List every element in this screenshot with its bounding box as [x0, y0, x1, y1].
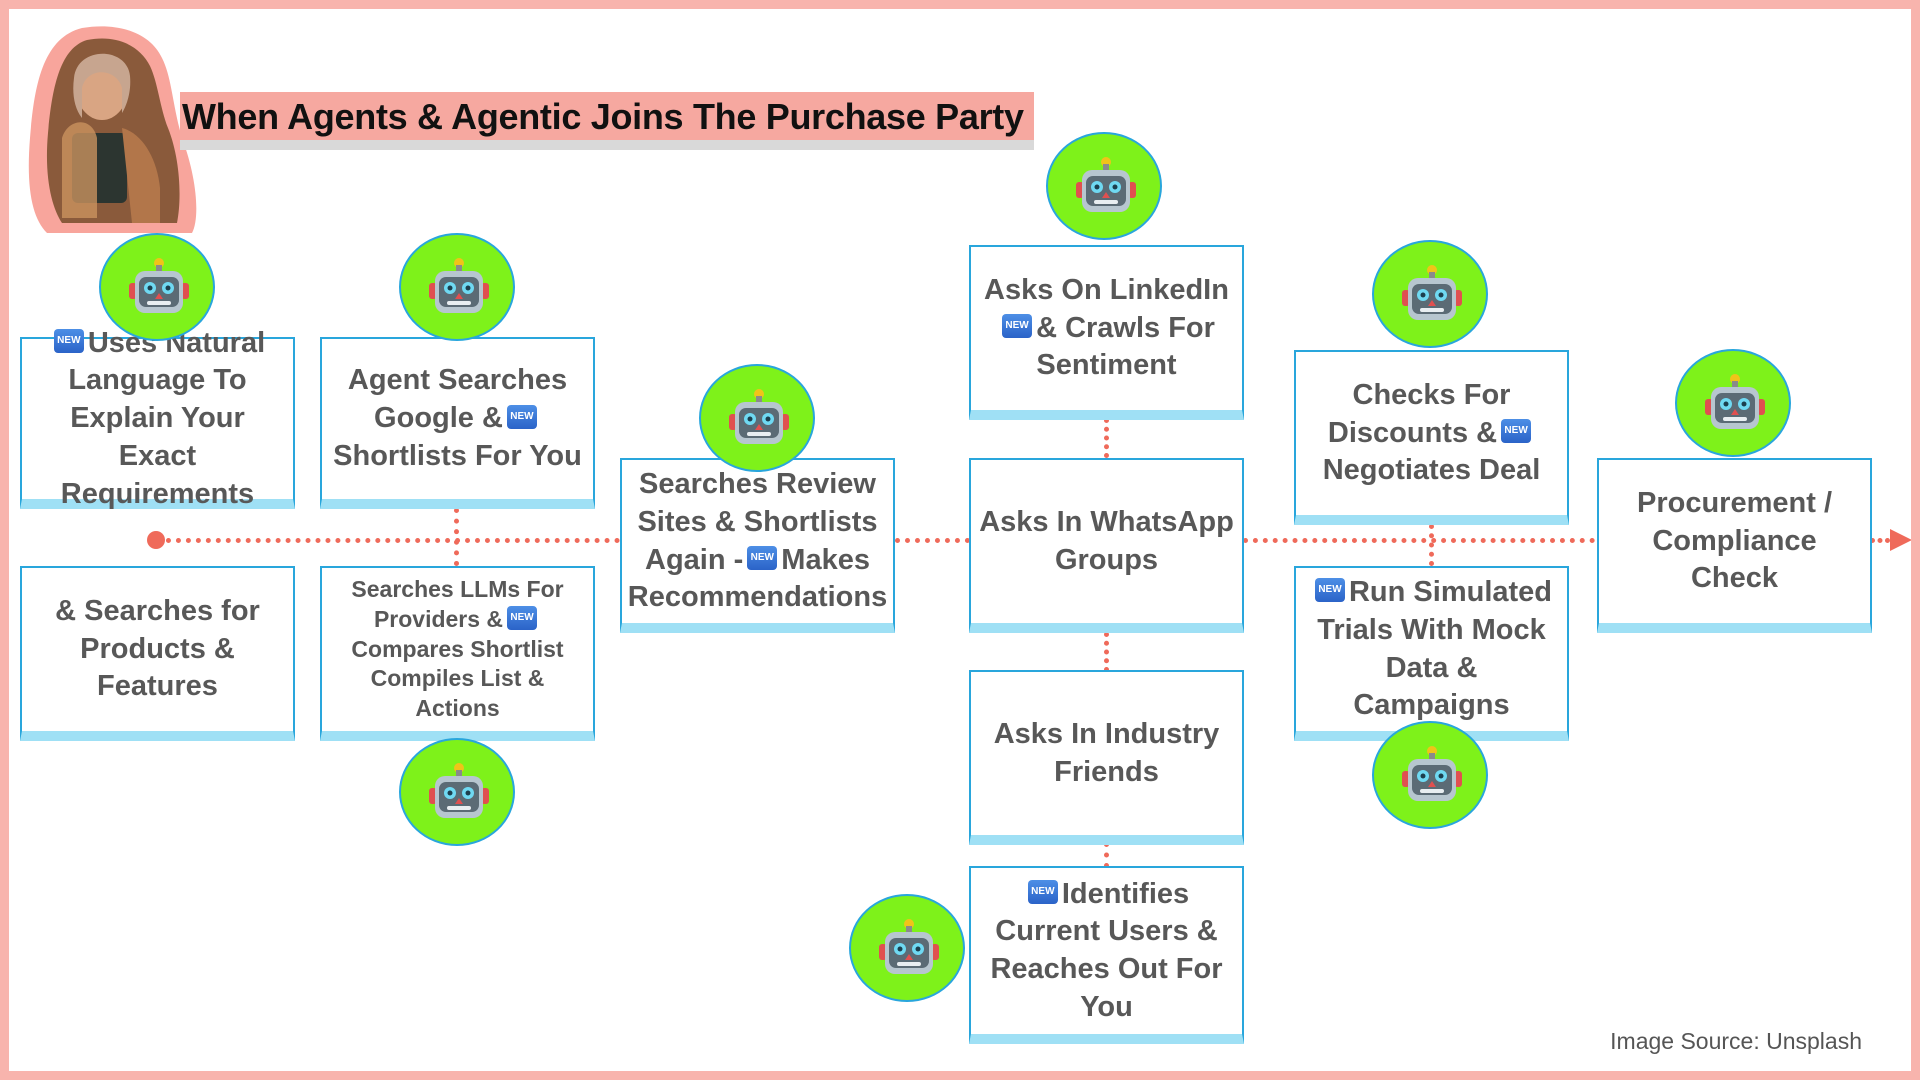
new-badge-icon: NEW	[747, 545, 778, 570]
new-badge-icon: NEW	[506, 404, 537, 429]
timeline-arrow-icon	[1890, 529, 1912, 551]
branch-connector	[1429, 524, 1434, 566]
new-badge-icon: NEW	[53, 329, 84, 354]
robot-icon	[399, 738, 515, 846]
branch-connector	[1104, 632, 1109, 672]
new-badge-icon: NEW	[1002, 314, 1033, 338]
timeline-start-dot	[147, 531, 165, 549]
branch-connector	[1104, 418, 1109, 458]
step-text: Agent Searches Google &NEWShortlists For…	[333, 364, 582, 472]
branch-connector	[1104, 842, 1109, 868]
new-badge-icon: NEW	[1501, 419, 1532, 443]
robot-icon	[1675, 349, 1791, 457]
step-box: Searches Review Sites & Shortlists Again…	[620, 458, 895, 633]
new-badge-icon: NEW	[507, 605, 538, 630]
timeline-connector	[895, 538, 970, 543]
step-text: Asks In Industry Friends	[993, 717, 1220, 788]
step-box: & Searches for Products & Features	[20, 566, 295, 741]
step-box: Asks In WhatsApp Groups	[969, 458, 1244, 633]
image-source-credit: Image Source: Unsplash	[1610, 1028, 1862, 1054]
title-underline	[180, 140, 1034, 150]
robot-icon	[1372, 721, 1488, 829]
branch-connector	[454, 508, 459, 566]
step-text: Searches Review Sites & Shortlists Again…	[627, 468, 888, 614]
page-title: When Agents & Agentic Joins The Purchase…	[182, 96, 1024, 137]
step-box: Agent Searches Google &NEWShortlists For…	[320, 337, 595, 509]
step-text: & Searches for Products & Features	[55, 594, 260, 703]
new-badge-icon: NEW	[1314, 578, 1345, 603]
timeline-connector	[1243, 538, 1595, 543]
step-text: Searches LLMs For Providers &NEWCompares…	[351, 575, 564, 722]
step-box: Procurement / Compliance Check	[1597, 458, 1872, 633]
robot-icon	[1046, 132, 1162, 240]
step-text: Checks For Discounts &NEWNegotiates Deal	[1322, 378, 1541, 487]
step-box: Searches LLMs For Providers &NEWCompares…	[320, 566, 595, 741]
step-text: Asks In WhatsApp Groups	[979, 505, 1234, 576]
step-text: Procurement / Compliance Check	[1637, 486, 1832, 595]
robot-icon	[99, 233, 215, 341]
step-box: Checks For Discounts &NEWNegotiates Deal	[1294, 350, 1569, 525]
robot-icon	[699, 364, 815, 472]
step-box: Asks In Industry Friends	[969, 670, 1244, 845]
robot-icon	[1372, 240, 1488, 348]
title-highlight	[180, 92, 1034, 140]
timeline-connector	[1870, 538, 1890, 543]
person-photo	[28, 26, 197, 233]
new-badge-icon: NEW	[1027, 879, 1058, 904]
robot-icon	[399, 233, 515, 341]
timeline-connector	[156, 538, 620, 543]
robot-icon	[849, 894, 965, 1002]
